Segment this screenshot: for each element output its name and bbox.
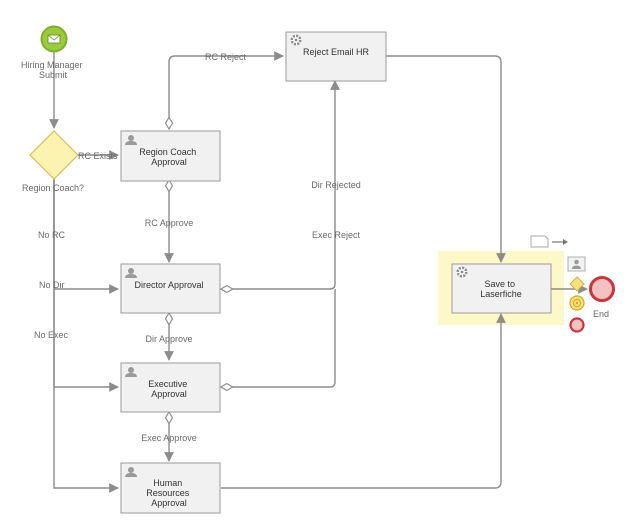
task-label-line-1: Save to (484, 279, 515, 289)
flow-hr-to-save[interactable] (221, 313, 506, 489)
task-label: Reject Email HR (303, 47, 370, 57)
start-event[interactable] (40, 25, 68, 53)
connect-arrow-tool[interactable] (552, 239, 568, 245)
task-label-line-2: Approval (151, 389, 187, 399)
flow-reject-to-save[interactable] (386, 55, 506, 263)
flow-label-dir-approve: Dir Approve (145, 334, 192, 344)
user-icon (125, 268, 137, 278)
task-label: Region Coach Approval (139, 147, 199, 167)
task-label: Human Resources Approval (146, 478, 192, 508)
user-icon (125, 367, 137, 377)
task-label: Save to Laserfiche (480, 279, 522, 299)
flow-rc-reject[interactable] (164, 51, 284, 131)
flow-no-rc[interactable] (53, 178, 119, 493)
context-pad (530, 235, 586, 333)
task-label-line-2: Resources (146, 488, 190, 498)
task-region-coach-approval[interactable]: Region Coach Approval (120, 130, 221, 182)
flow-label-no-rc: No RC (38, 230, 66, 240)
task-label-line-2: Approval (151, 157, 187, 167)
append-user-task-tool[interactable] (567, 256, 586, 272)
region-coach-gateway[interactable] (29, 130, 79, 180)
task-executive-approval[interactable]: Executive Approval (120, 362, 221, 413)
region-coach-gateway-label: Region Coach? (22, 183, 84, 193)
flow-label-dir-rejected: Dir Rejected (311, 180, 361, 190)
flow-label-rc-exists: RC Exists (78, 151, 118, 161)
flow-label-exec-reject: Exec Reject (312, 230, 361, 240)
user-icon (125, 467, 137, 477)
task-label-line-1: Executive (148, 379, 187, 389)
task-label-line-1: Human (153, 478, 182, 488)
user-icon (125, 135, 137, 145)
append-end-event-tool[interactable] (569, 317, 585, 333)
append-annotation-tool[interactable] (530, 235, 549, 248)
gear-icon (290, 34, 302, 46)
user-icon (574, 259, 579, 265)
envelope-icon (47, 34, 61, 44)
gear-icon (456, 266, 468, 278)
flow-label-rc-reject: RC Reject (205, 52, 247, 62)
task-director-approval[interactable]: Director Approval (120, 263, 221, 314)
task-reject-email-hr[interactable]: Reject Email HR (285, 31, 387, 82)
end-event-label: End (593, 309, 609, 319)
task-label: Director Approval (134, 280, 203, 290)
task-label-line-3: Approval (151, 498, 187, 508)
flow-label-no-dir: No Dir (39, 280, 65, 290)
flow-label-rc-approve: RC Approve (145, 218, 194, 228)
start-event-label: Hiring Manager Submit (21, 60, 85, 80)
append-gateway-tool[interactable] (569, 276, 585, 292)
start-label-line-2: Submit (39, 70, 68, 80)
task-save-to-laserfiche[interactable]: Save to Laserfiche (451, 263, 552, 314)
flow-label-exec-approve: Exec Approve (141, 433, 197, 443)
task-label: Executive Approval (148, 379, 190, 399)
flow-label-no-exec: No Exec (34, 330, 69, 340)
start-label-line-1: Hiring Manager (21, 60, 83, 70)
task-label-line-1: Region Coach (139, 147, 196, 157)
flow-dir-rejected[interactable] (219, 80, 340, 294)
append-timer-event-tool[interactable] (569, 295, 585, 311)
task-human-resources-approval[interactable]: Human Resources Approval (120, 462, 221, 514)
task-label-line-2: Laserfiche (480, 289, 522, 299)
end-event[interactable] (589, 276, 615, 302)
flow-exec-reject[interactable] (219, 289, 336, 392)
